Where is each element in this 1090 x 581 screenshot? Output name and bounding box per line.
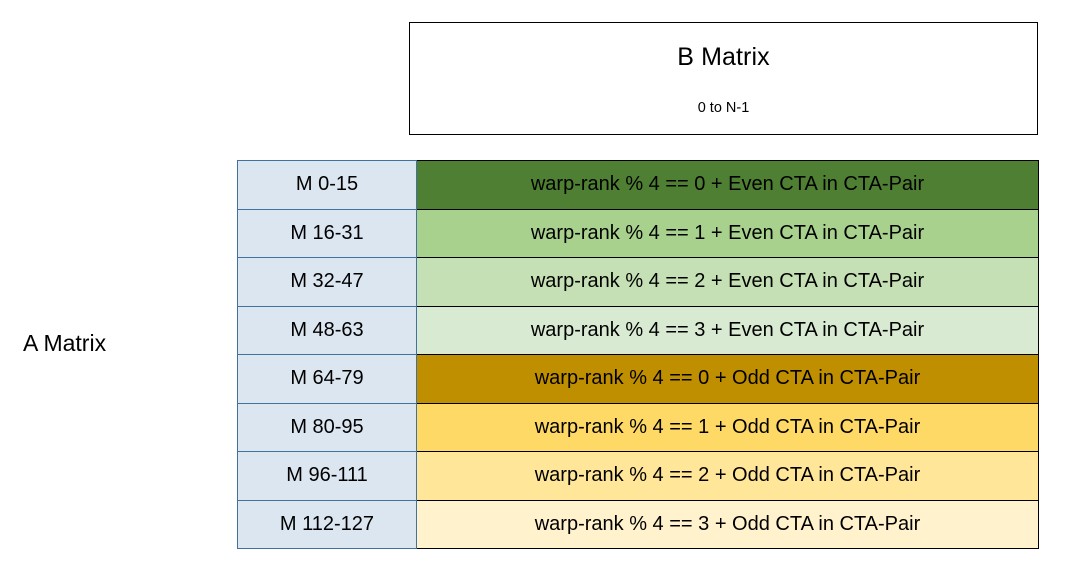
b-matrix-header-box: B Matrix 0 to N-1: [409, 22, 1038, 135]
m-range-label-cell: M 16-31: [237, 208, 417, 258]
warp-rank-condition-cell: warp-rank % 4 == 3 + Odd CTA in CTA-Pair: [416, 499, 1039, 549]
a-matrix-label: A Matrix: [23, 330, 107, 356]
m-range-label-cell: M 96-111: [237, 451, 417, 501]
m-range-label-cell: M 32-47: [237, 257, 417, 307]
b-matrix-title: B Matrix: [677, 43, 770, 71]
warp-rank-condition-cell: warp-rank % 4 == 0 + Even CTA in CTA-Pai…: [416, 160, 1039, 210]
warp-rank-condition-cell: warp-rank % 4 == 3 + Even CTA in CTA-Pai…: [416, 305, 1039, 355]
m-range-label-cell: M 112-127: [237, 499, 417, 549]
warp-rank-condition-cell: warp-rank % 4 == 0 + Odd CTA in CTA-Pair: [416, 354, 1039, 404]
warp-rank-condition-cell: warp-rank % 4 == 1 + Odd CTA in CTA-Pair: [416, 402, 1039, 452]
m-range-label-cell: M 48-63: [237, 305, 417, 355]
warp-rank-condition-cell: warp-rank % 4 == 1 + Even CTA in CTA-Pai…: [416, 208, 1039, 258]
m-range-label-cell: M 80-95: [237, 402, 417, 452]
m-range-label-cell: M 0-15: [237, 160, 417, 210]
m-range-label-cell: M 64-79: [237, 354, 417, 404]
b-matrix-range-label: 0 to N-1: [697, 100, 750, 116]
warp-rank-condition-cell: warp-rank % 4 == 2 + Odd CTA in CTA-Pair: [416, 451, 1039, 501]
warp-rank-condition-cell: warp-rank % 4 == 2 + Even CTA in CTA-Pai…: [416, 257, 1039, 307]
